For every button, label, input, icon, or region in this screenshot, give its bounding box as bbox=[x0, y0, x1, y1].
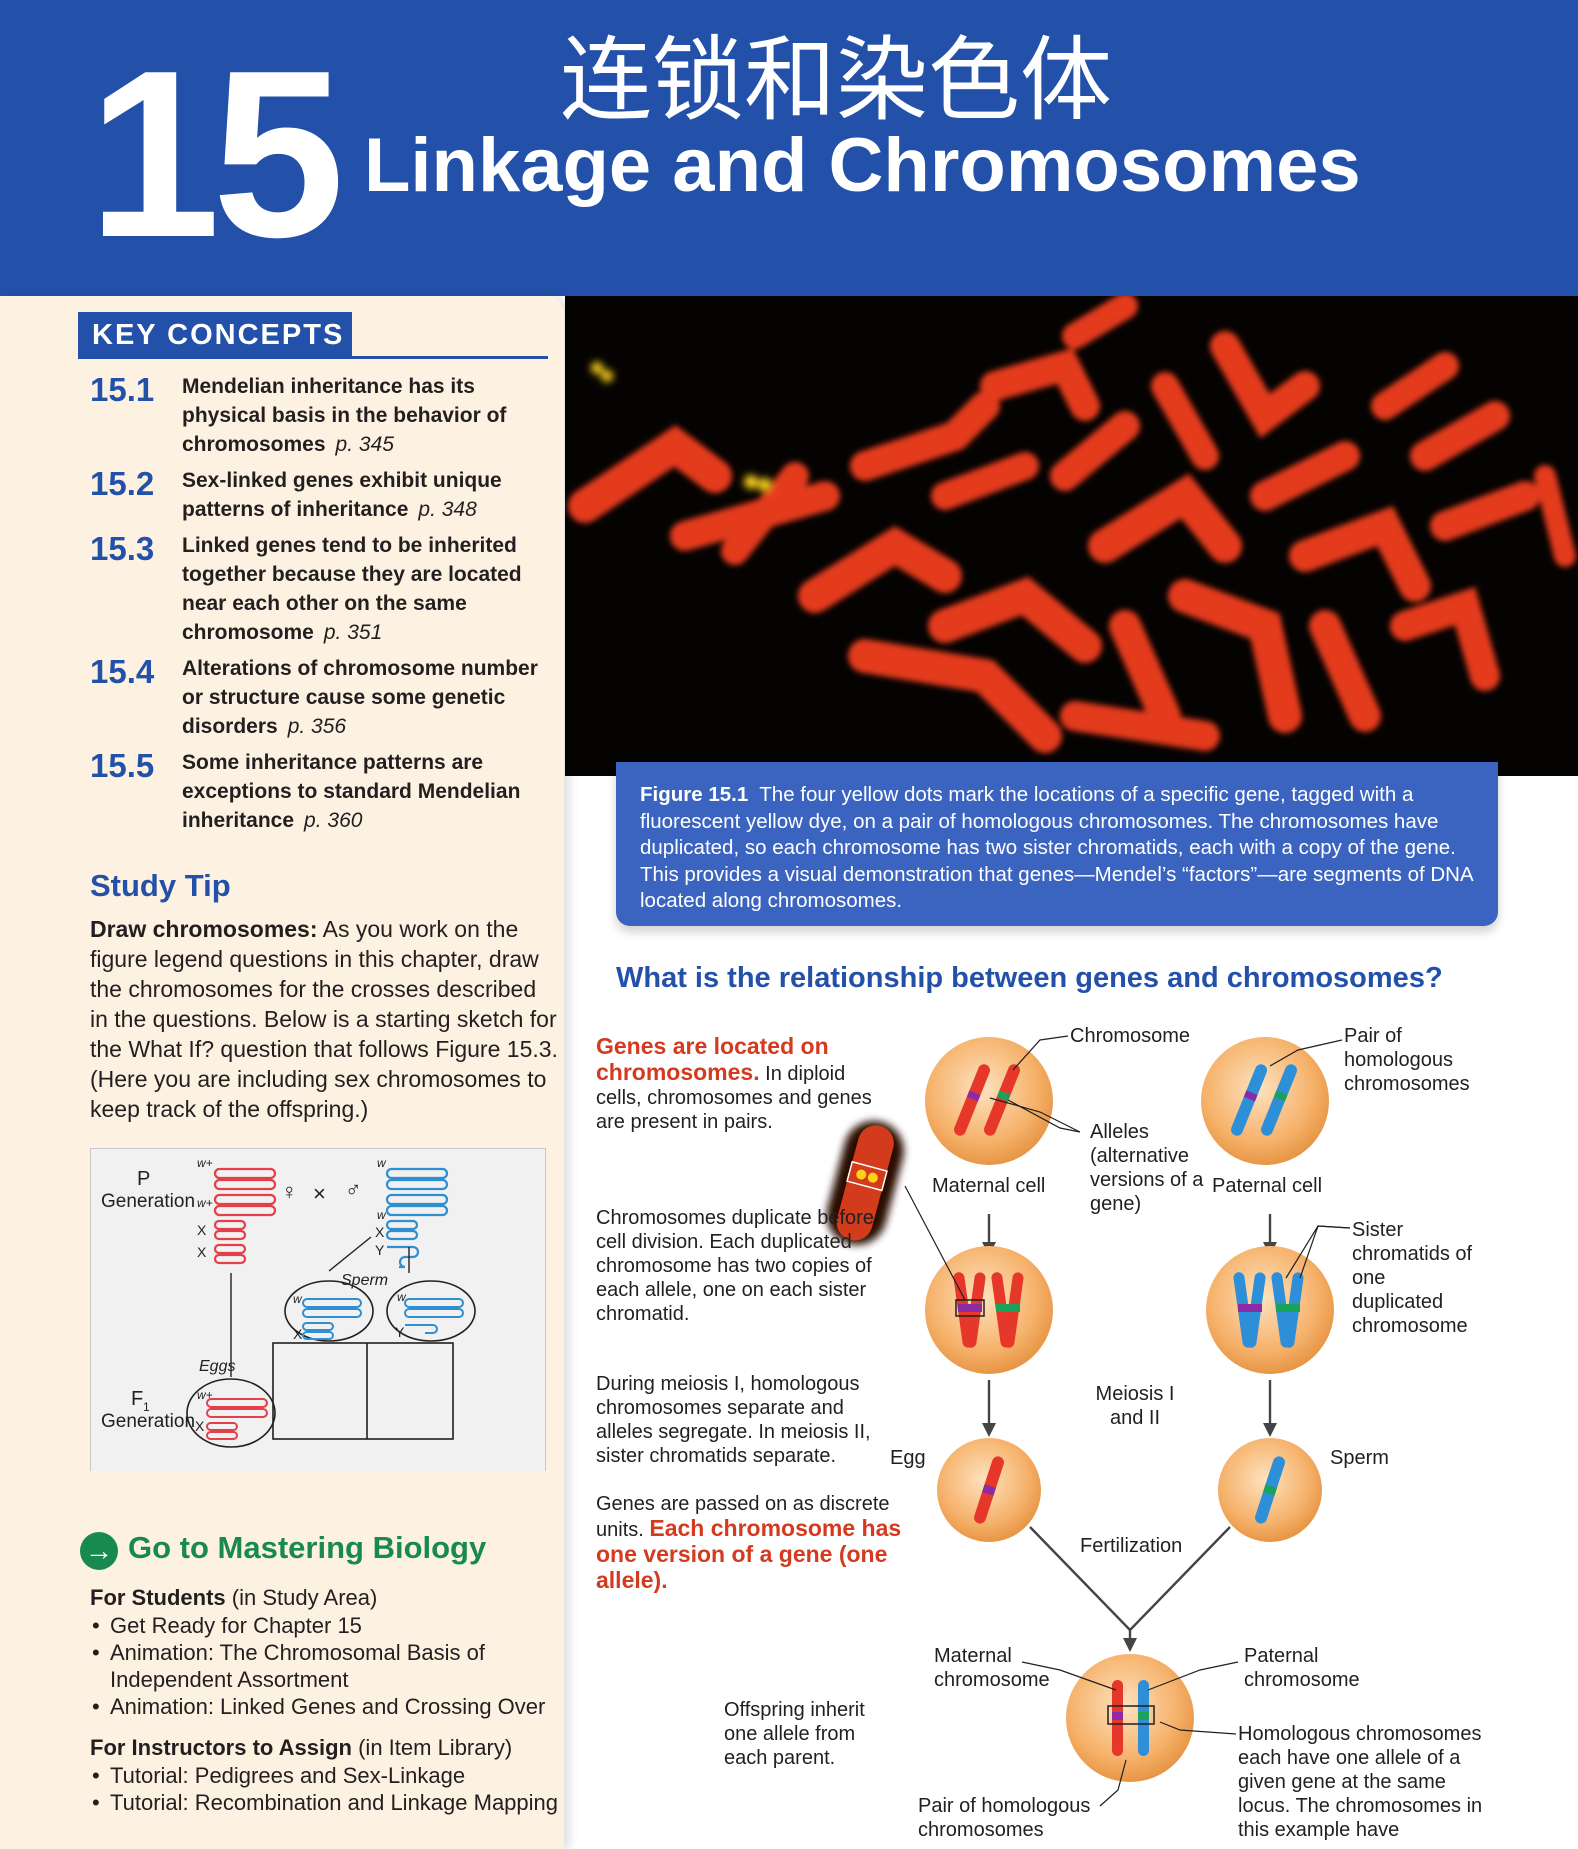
female-symbol: ♀ bbox=[281, 1179, 298, 1204]
label-paternal-cell: Paternal cell bbox=[1212, 1175, 1323, 1197]
svg-text:X: X bbox=[293, 1326, 303, 1342]
svg-text:w+: w+ bbox=[197, 1196, 213, 1210]
svg-text:1: 1 bbox=[143, 1400, 150, 1414]
sketch-eggs-label: Eggs bbox=[199, 1358, 235, 1375]
svg-text:w: w bbox=[397, 1290, 407, 1304]
sketch-p-label: P bbox=[137, 1168, 150, 1190]
male-symbol: ♂ bbox=[345, 1177, 362, 1202]
key-concept-text: Some inheritance patterns are exceptions… bbox=[182, 751, 521, 832]
page-reference: p. 348 bbox=[418, 498, 477, 521]
svg-text:w: w bbox=[377, 1156, 387, 1170]
mastering-biology-heading[interactable]: Go to Mastering Biology bbox=[128, 1530, 487, 1565]
label-maternal-chromosome: Maternal chromosome bbox=[934, 1645, 1050, 1691]
study-tip-text: Draw chromosomes: As you work on the fig… bbox=[90, 916, 558, 1122]
sketch-sperm-label: Sperm bbox=[341, 1272, 388, 1289]
paternal-duplicated-cell bbox=[1206, 1246, 1334, 1374]
key-concept-number: 15.2 bbox=[90, 465, 155, 502]
arrow-right-icon: → bbox=[80, 1532, 118, 1570]
study-tip-heading: Study Tip bbox=[90, 868, 231, 903]
svg-text:Generation: Generation bbox=[101, 1411, 195, 1432]
label-homologous-note: Homologous chromosomes each have one all… bbox=[1238, 1723, 1483, 1841]
svg-text:X: X bbox=[197, 1244, 207, 1260]
label-egg: Egg bbox=[890, 1447, 926, 1469]
resource-link[interactable]: Get Ready for Chapter 15 bbox=[90, 1612, 560, 1639]
maternal-cell bbox=[925, 1037, 1053, 1165]
figure-label: Figure 15.1 bbox=[640, 783, 749, 806]
key-concept-text: Sex-linked genes exhibit unique patterns… bbox=[182, 469, 502, 521]
study-tip-lead: Draw chromosomes: bbox=[90, 916, 318, 942]
key-concept-number: 15.4 bbox=[90, 653, 155, 690]
key-concept-number: 15.5 bbox=[90, 747, 155, 784]
resource-link[interactable]: Tutorial: Recombination and Linkage Mapp… bbox=[90, 1789, 560, 1816]
chromosome-micrograph bbox=[565, 296, 1578, 776]
for-students-line: For Students (in Study Area) bbox=[90, 1585, 378, 1610]
note-offspring: Offspring inherit one allele from each p… bbox=[724, 1699, 865, 1769]
key-concepts-panel bbox=[0, 296, 564, 1849]
resource-link[interactable]: Tutorial: Pedigrees and Sex-Linkage bbox=[90, 1762, 560, 1789]
egg-cell bbox=[937, 1438, 1041, 1542]
svg-text:Y: Y bbox=[375, 1242, 385, 1258]
label-homologous-pair: Pair of homologous chromosomes bbox=[1344, 1025, 1470, 1095]
key-concept-text: Alterations of chromosome number or stru… bbox=[182, 657, 538, 738]
sketch-f1-label: F bbox=[131, 1388, 143, 1410]
label-fertilization: Fertilization bbox=[1080, 1535, 1183, 1557]
svg-text:w: w bbox=[293, 1292, 303, 1306]
page-reference: p. 351 bbox=[323, 621, 383, 644]
svg-text:Y: Y bbox=[395, 1324, 405, 1340]
chapter-header: 15 连锁和染色体 Linkage and Chromosomes bbox=[0, 0, 1578, 296]
svg-text:X: X bbox=[375, 1224, 385, 1240]
key-concept-text: Mendelian inheritance has its physical b… bbox=[182, 375, 507, 456]
label-sperm: Sperm bbox=[1330, 1447, 1389, 1469]
label-meiosis: Meiosis I and II bbox=[1095, 1383, 1175, 1429]
svg-text:X: X bbox=[195, 1418, 205, 1434]
page-reference: p. 356 bbox=[287, 715, 347, 738]
page-reference: p. 345 bbox=[335, 433, 394, 456]
svg-text:w+: w+ bbox=[197, 1156, 213, 1170]
key-concept-text: Linked genes tend to be inherited togeth… bbox=[182, 534, 522, 644]
sketch-female-chromosomes bbox=[213, 1167, 277, 1265]
zygote-cell bbox=[1066, 1654, 1194, 1782]
figure-caption-text: The four yellow dots mark the locations … bbox=[640, 783, 1473, 912]
chapter-number: 15 bbox=[88, 22, 345, 287]
for-instructors-line: For Instructors to Assign (in Item Libra… bbox=[90, 1735, 513, 1760]
svg-text:X: X bbox=[197, 1222, 207, 1238]
note-meiosis: During meiosis I, homologous chromosomes… bbox=[596, 1373, 871, 1467]
key-concepts-rule bbox=[78, 356, 548, 359]
sketch-generation-label: Generation bbox=[101, 1191, 195, 1212]
maternal-duplicated-cell bbox=[925, 1246, 1053, 1374]
key-concepts-heading: KEY CONCEPTS bbox=[78, 312, 352, 358]
study-tip-sketch: P Generation w+ w+ X X ♀ × ♂ w w X Y Spe… bbox=[90, 1148, 546, 1471]
label-chromosome: Chromosome bbox=[1070, 1025, 1191, 1047]
resource-link[interactable]: Animation: The Chromosomal Basis of Inde… bbox=[90, 1639, 560, 1693]
key-concept-number: 15.1 bbox=[90, 371, 155, 408]
svg-text:w: w bbox=[377, 1208, 387, 1222]
resource-link[interactable]: Animation: Linked Genes and Crossing Ove… bbox=[90, 1693, 560, 1720]
chapter-title: Linkage and Chromosomes bbox=[364, 123, 1361, 208]
page-reference: p. 360 bbox=[304, 809, 363, 832]
fluorescent-gene-markers bbox=[591, 362, 772, 492]
note-discrete-units: Genes are passed on as discrete units. E… bbox=[596, 1493, 902, 1593]
figure-caption: Figure 15.1 The four yellow dots mark th… bbox=[616, 762, 1498, 926]
note-genes-located: Genes are located on chromosomes. In dip… bbox=[596, 1033, 872, 1133]
svg-text:w+: w+ bbox=[197, 1388, 213, 1402]
sperm-cell bbox=[1218, 1438, 1322, 1542]
key-concept-number: 15.3 bbox=[90, 530, 155, 567]
cross-symbol: × bbox=[313, 1181, 326, 1206]
label-paternal-chromosome: Paternal chromosome bbox=[1244, 1645, 1360, 1691]
figure-question-heading: What is the relationship between genes a… bbox=[616, 962, 1443, 994]
paternal-cell bbox=[1201, 1037, 1329, 1165]
label-maternal-cell: Maternal cell bbox=[932, 1175, 1046, 1197]
note-duplicate: Chromosomes duplicate before cell divisi… bbox=[596, 1207, 874, 1325]
label-bottom-pair: Pair of homologous chromosomes bbox=[918, 1795, 1091, 1841]
chapter-title-chinese: 连锁和染色体 bbox=[560, 27, 1113, 134]
label-alleles: Alleles (alternative versions of a gene) bbox=[1090, 1121, 1204, 1215]
sketch-male-chromosomes bbox=[385, 1167, 449, 1269]
label-sister-chromatids: Sister chromatids of one duplicated chro… bbox=[1352, 1219, 1473, 1337]
